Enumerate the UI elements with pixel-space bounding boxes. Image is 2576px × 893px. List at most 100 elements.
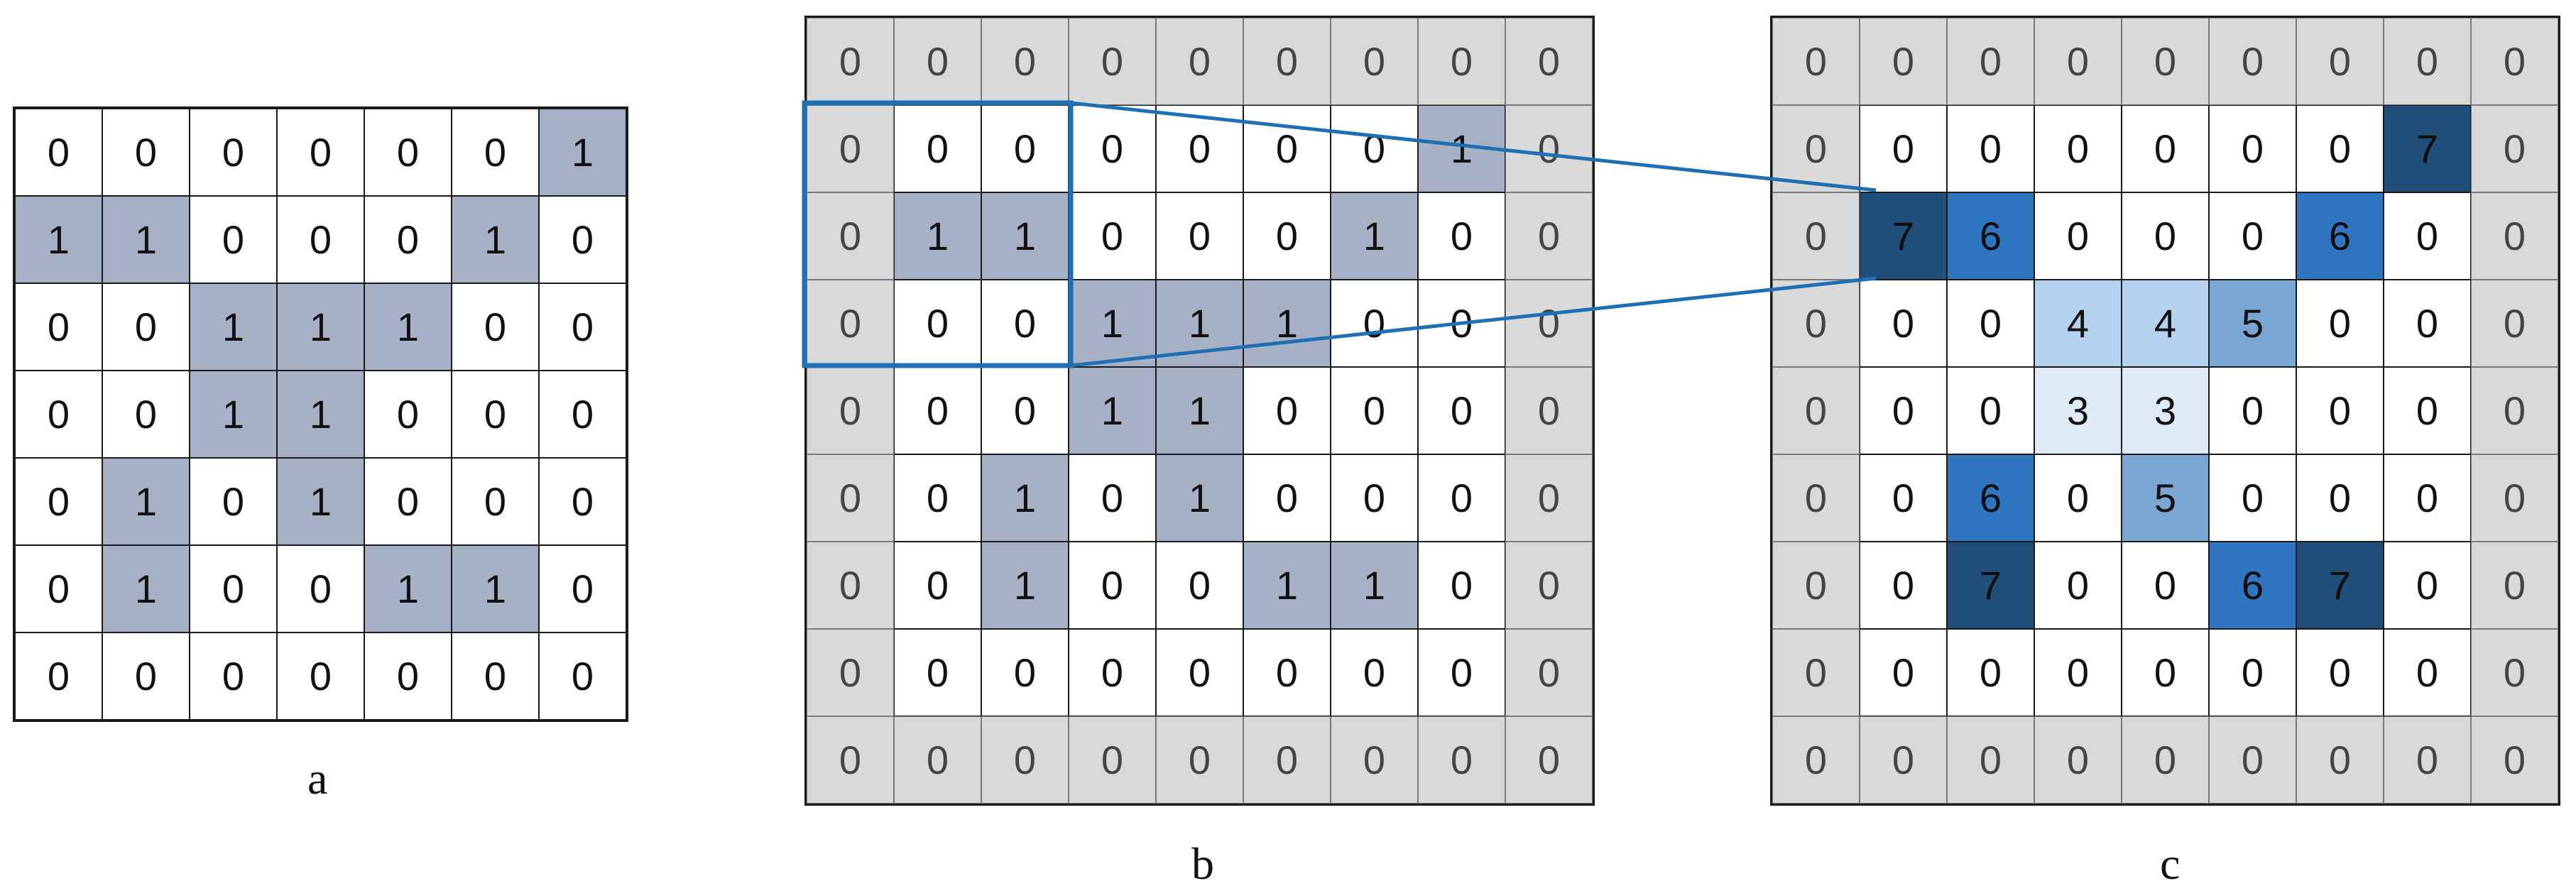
cell: 0 [1505,280,1593,367]
cell: 0 [807,454,894,542]
cell: 7 [1860,192,1947,280]
cell: 0 [1505,192,1593,280]
cell: 0 [981,629,1069,716]
cell: 0 [1772,105,1860,192]
cell: 1 [190,283,277,371]
cell: 0 [2296,105,2384,192]
cell: 0 [2384,192,2471,280]
cell: 0 [190,196,277,283]
cell: 0 [894,280,981,367]
cell: 0 [452,109,539,196]
cell: 1 [452,545,539,632]
cell: 0 [2209,192,2296,280]
cell: 1 [364,545,452,632]
cell: 0 [981,716,1069,804]
cell: 0 [2384,280,2471,367]
cell: 0 [15,458,102,545]
cell: 0 [2296,18,2384,105]
cell: 0 [2209,716,2296,804]
cell: 1 [102,545,190,632]
cell: 0 [1331,629,1418,716]
cell: 1 [102,196,190,283]
cell: 0 [2471,18,2558,105]
cell: 0 [2034,105,2122,192]
cell: 5 [2209,280,2296,367]
cell: 0 [1418,367,1505,454]
cell: 0 [1947,716,2034,804]
cell: 0 [2384,716,2471,804]
caption-b: b [1191,838,1214,889]
cell: 0 [1069,454,1156,542]
cell: 0 [1505,18,1593,105]
cell: 0 [1860,629,1947,716]
cell: 0 [1772,192,1860,280]
cell: 0 [1505,105,1593,192]
cell: 0 [1331,367,1418,454]
cell: 0 [1156,542,1243,629]
cell: 0 [1772,542,1860,629]
cell: 0 [1331,18,1418,105]
cell: 0 [1331,280,1418,367]
cell: 0 [1772,629,1860,716]
cell: 0 [2034,192,2122,280]
cell: 0 [2471,629,2558,716]
cell: 0 [1860,542,1947,629]
cell: 0 [1418,629,1505,716]
cell: 0 [539,196,626,283]
cell: 1 [539,109,626,196]
cell: 0 [190,632,277,720]
cell: 1 [190,371,277,458]
cell: 0 [1418,454,1505,542]
cell: 0 [2384,454,2471,542]
cell: 1 [1156,280,1243,367]
cell: 0 [2471,367,2558,454]
cell: 0 [2384,629,2471,716]
cell: 0 [190,545,277,632]
cell: 0 [981,367,1069,454]
cell: 0 [1418,542,1505,629]
cell: 1 [277,371,364,458]
cell: 0 [190,109,277,196]
cell: 0 [1243,192,1331,280]
cell: 0 [102,283,190,371]
cell: 7 [1947,542,2034,629]
cell: 0 [1069,192,1156,280]
cell: 0 [102,632,190,720]
cell: 0 [1505,542,1593,629]
cell: 0 [15,371,102,458]
cell: 0 [1156,192,1243,280]
cell: 4 [2034,280,2122,367]
cell: 1 [1243,542,1331,629]
cell: 0 [1418,192,1505,280]
cell: 7 [2384,105,2471,192]
cell: 0 [452,458,539,545]
cell: 1 [981,192,1069,280]
cell: 0 [2296,367,2384,454]
cell: 0 [1069,542,1156,629]
cell: 0 [1243,18,1331,105]
cell: 0 [15,283,102,371]
cell: 0 [894,367,981,454]
cell: 0 [2384,542,2471,629]
cell: 0 [2471,105,2558,192]
cell: 6 [2209,542,2296,629]
cell: 0 [102,109,190,196]
cell: 0 [981,105,1069,192]
cell: 0 [2384,367,2471,454]
cell: 0 [2209,18,2296,105]
cell: 0 [1069,629,1156,716]
cell: 0 [1418,716,1505,804]
cell: 0 [1331,105,1418,192]
cell: 0 [364,371,452,458]
cell: 0 [807,280,894,367]
cell: 0 [2122,716,2209,804]
cell: 0 [2209,367,2296,454]
cell: 0 [1243,629,1331,716]
cell: 0 [1156,629,1243,716]
cell: 6 [2296,192,2384,280]
cell: 0 [2122,105,2209,192]
cell: 0 [364,109,452,196]
